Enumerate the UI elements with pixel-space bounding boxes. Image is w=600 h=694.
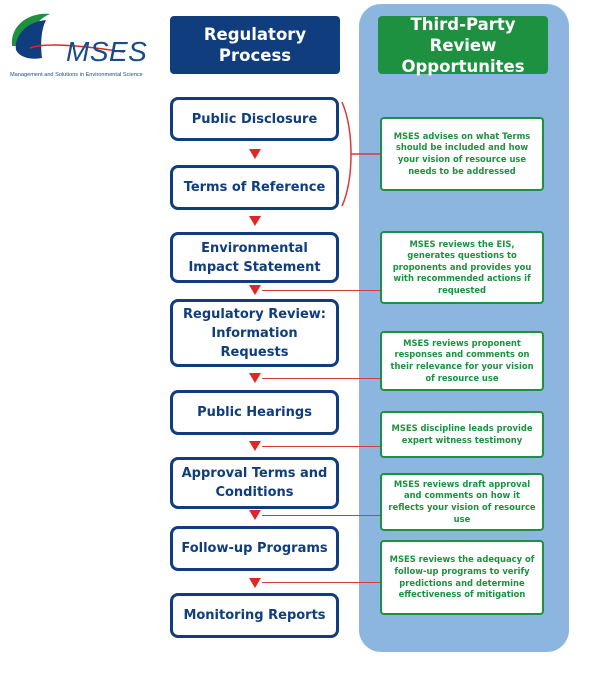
step-approval-terms: Approval Terms and Conditions [170,457,339,509]
step-environmental-impact-statement: Environmental Impact Statement [170,232,339,283]
step-regulatory-review: Regulatory Review: Information Requests [170,299,339,367]
connector-line [262,446,380,447]
logo-tagline: Management and Solutions in Environmenta… [10,72,143,78]
step-terms-of-reference: Terms of Reference [170,165,339,210]
note-follow-up-adequacy: MSES reviews the adequacy of follow-up p… [380,540,544,615]
note-proponent-responses: MSES reviews proponent responses and com… [380,331,544,391]
step-public-hearings: Public Hearings [170,390,339,435]
connector-line [262,378,380,379]
down-arrow-icon [249,373,261,383]
down-arrow-icon [249,441,261,451]
down-arrow-icon [249,510,261,520]
step-monitoring-reports: Monitoring Reports [170,593,339,638]
connector-line [262,515,380,516]
note-terms-advice: MSES advises on what Terms should be inc… [380,117,544,191]
leaf-logo-icon [11,13,125,59]
third-party-review-header: Third-Party Review Opportunites [378,15,548,76]
step-public-disclosure: Public Disclosure [170,97,339,141]
mses-logo: MSES Management and Solutions in Environ… [6,6,166,84]
down-arrow-icon [249,149,261,159]
note-eis-review: MSES reviews the EIS, generates question… [380,231,544,304]
down-arrow-icon [249,216,261,226]
down-arrow-icon [249,285,261,295]
connector-line [262,290,380,291]
logo-wordmark: MSES [66,36,148,67]
step-follow-up-programs: Follow-up Programs [170,526,339,571]
connector-line [262,582,380,583]
note-expert-testimony: MSES discipline leads provide expert wit… [380,411,544,458]
note-draft-approval: MSES reviews draft approval and comments… [380,473,544,531]
regulatory-process-header: Regulatory Process [170,16,340,74]
bracket-connector [341,101,380,207]
down-arrow-icon [249,578,261,588]
